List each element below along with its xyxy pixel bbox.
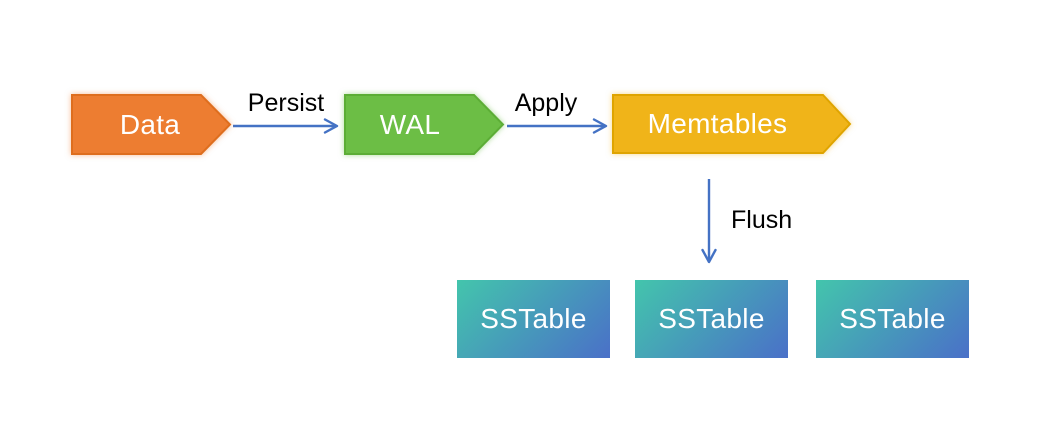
wal-node-label: WAL <box>379 108 441 140</box>
sstable-node-3-label: SSTable <box>839 303 946 334</box>
sstable-node-3: SSTable <box>816 280 969 358</box>
data-node: Data <box>71 94 232 155</box>
sstable-node-1-label: SSTable <box>480 303 587 334</box>
persist-label: Persist <box>247 89 325 117</box>
memtables-node-label: Memtables <box>647 108 788 139</box>
wal-node: WAL <box>344 94 505 155</box>
memtables-node: Memtables <box>612 94 852 154</box>
sstable-node-2: SSTable <box>635 280 788 358</box>
pentagon-shape <box>612 94 852 154</box>
sstable-node-1: SSTable <box>457 280 610 358</box>
data-node-label: Data <box>119 108 181 140</box>
flush-label: Flush <box>731 206 793 234</box>
pentagon-shape <box>71 94 232 155</box>
pentagon-shape <box>344 94 505 155</box>
apply-label: Apply <box>514 89 578 117</box>
sstable-node-2-label: SSTable <box>658 303 765 334</box>
